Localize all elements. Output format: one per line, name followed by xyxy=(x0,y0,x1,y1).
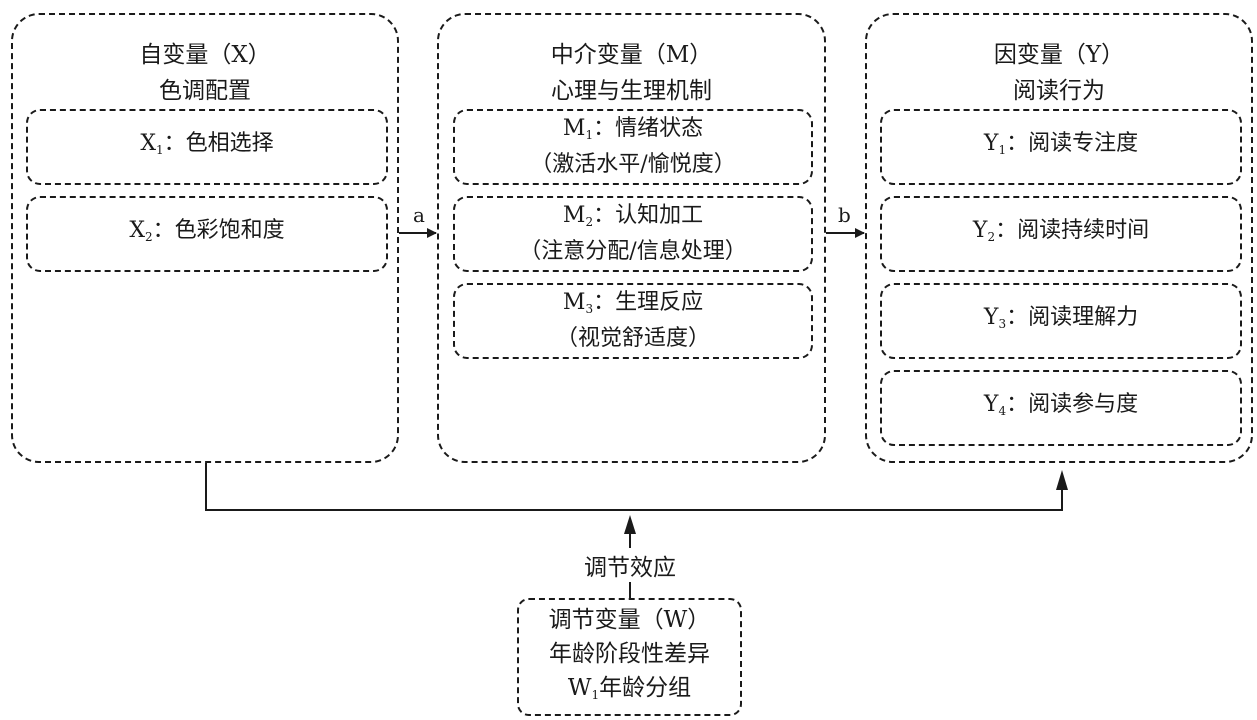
group-title: 中介变量（M） 心理与生理机制 xyxy=(550,42,713,104)
mediator-variable-group: 中介变量（M） 心理与生理机制 M1：情绪状态 （激活水平/愉悦度） M2：认知… xyxy=(437,13,826,463)
path-b-label: b xyxy=(838,203,851,227)
group-title: 自变量（X） 色调配置 xyxy=(139,42,271,104)
variable-box-y1: Y1：阅读专注度 xyxy=(880,109,1242,185)
moderation-effect-label: 调节效应 xyxy=(584,555,676,581)
variable-box-y4: Y4：阅读参与度 xyxy=(880,370,1242,446)
variable-box-m3: M3：生理反应 （视觉舒适度） xyxy=(453,283,813,359)
variable-box-y2: Y2：阅读持续时间 xyxy=(880,196,1242,272)
variable-box-y3: Y3：阅读理解力 xyxy=(880,283,1242,359)
moderator-variable-box: 调节变量（W） 年龄阶段性差异 W1年龄分组 xyxy=(517,598,742,716)
dependent-variable-group: 因变量（Y） 阅读行为 Y1：阅读专注度 Y2：阅读持续时间 Y3：阅读理解力 … xyxy=(865,13,1253,463)
direct-path-line xyxy=(205,463,1063,511)
group-title: 因变量（Y） 阅读行为 xyxy=(993,42,1125,104)
variable-box-x2: X2：色彩饱和度 xyxy=(26,196,388,272)
variable-box-m1: M1：情绪状态 （激活水平/愉悦度） xyxy=(453,109,813,185)
variable-box-m2: M2：认知加工 （注意分配/信息处理） xyxy=(453,196,813,272)
independent-variable-group: 自变量（X） 色调配置 X1：色相选择 X2：色彩饱和度 xyxy=(11,13,399,463)
path-a-label: a xyxy=(413,203,425,227)
direct-path-arrowhead xyxy=(1056,470,1068,490)
variable-box-x1: X1：色相选择 xyxy=(26,109,388,185)
moderation-arrowhead xyxy=(624,515,636,534)
